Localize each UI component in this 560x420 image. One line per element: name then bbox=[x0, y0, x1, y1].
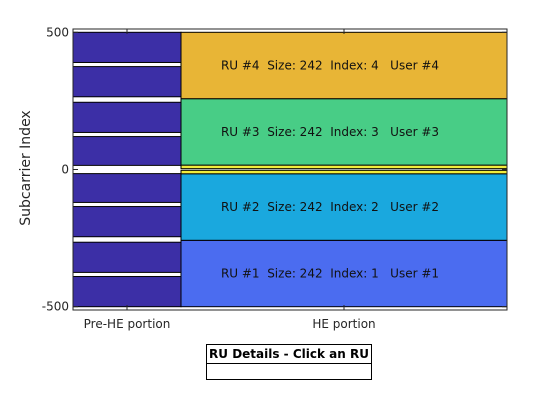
y-axis-ticks: -500 0 500 bbox=[42, 25, 507, 314]
ru-label: RU #4 Size: 242 Index: 4 User #4 bbox=[221, 58, 439, 72]
y-axis-label: Subcarrier Index bbox=[18, 110, 34, 225]
ru-block[interactable] bbox=[180, 173, 508, 241]
he-ru-bars: RU #1 Size: 242 Index: 1 User #1 RU #2 Si… bbox=[180, 31, 508, 308]
pre-he-bars bbox=[72, 31, 182, 308]
pre-he-bar[interactable] bbox=[72, 136, 182, 166]
y-tick-label: 0 bbox=[61, 163, 69, 177]
he-center-band bbox=[180, 169, 508, 175]
ru-label: RU #1 Size: 242 Index: 1 User #1 bbox=[221, 267, 439, 281]
pre-he-bar[interactable] bbox=[72, 31, 182, 63]
pre-he-bar[interactable] bbox=[72, 101, 182, 133]
ru-block[interactable] bbox=[180, 31, 508, 100]
x-tick-label: HE portion bbox=[312, 317, 375, 331]
pre-he-bar[interactable] bbox=[72, 241, 182, 273]
he-center-band bbox=[180, 164, 508, 170]
x-tick-label: Pre-HE portion bbox=[84, 317, 171, 331]
ru-label: RU #2 Size: 242 Index: 2 User #2 bbox=[221, 200, 439, 214]
y-tick-label: -500 bbox=[42, 300, 69, 314]
y-tick-label: 500 bbox=[46, 25, 69, 39]
ru-details-body bbox=[207, 364, 371, 380]
ru-label: RU #3 Size: 242 Index: 3 User #3 bbox=[221, 125, 439, 139]
ru-block[interactable] bbox=[180, 98, 508, 166]
ru-details-panel[interactable]: RU Details - Click an RU bbox=[206, 344, 372, 380]
ru-details-title: RU Details - Click an RU bbox=[207, 345, 371, 364]
pre-he-bar[interactable] bbox=[72, 66, 182, 98]
pre-he-bar[interactable] bbox=[72, 206, 182, 238]
x-axis-ticks: Pre-HE portion HE portion bbox=[84, 29, 376, 331]
pre-he-bar[interactable] bbox=[72, 276, 182, 308]
pre-he-bar[interactable] bbox=[72, 173, 182, 203]
ru-block[interactable] bbox=[180, 239, 508, 308]
